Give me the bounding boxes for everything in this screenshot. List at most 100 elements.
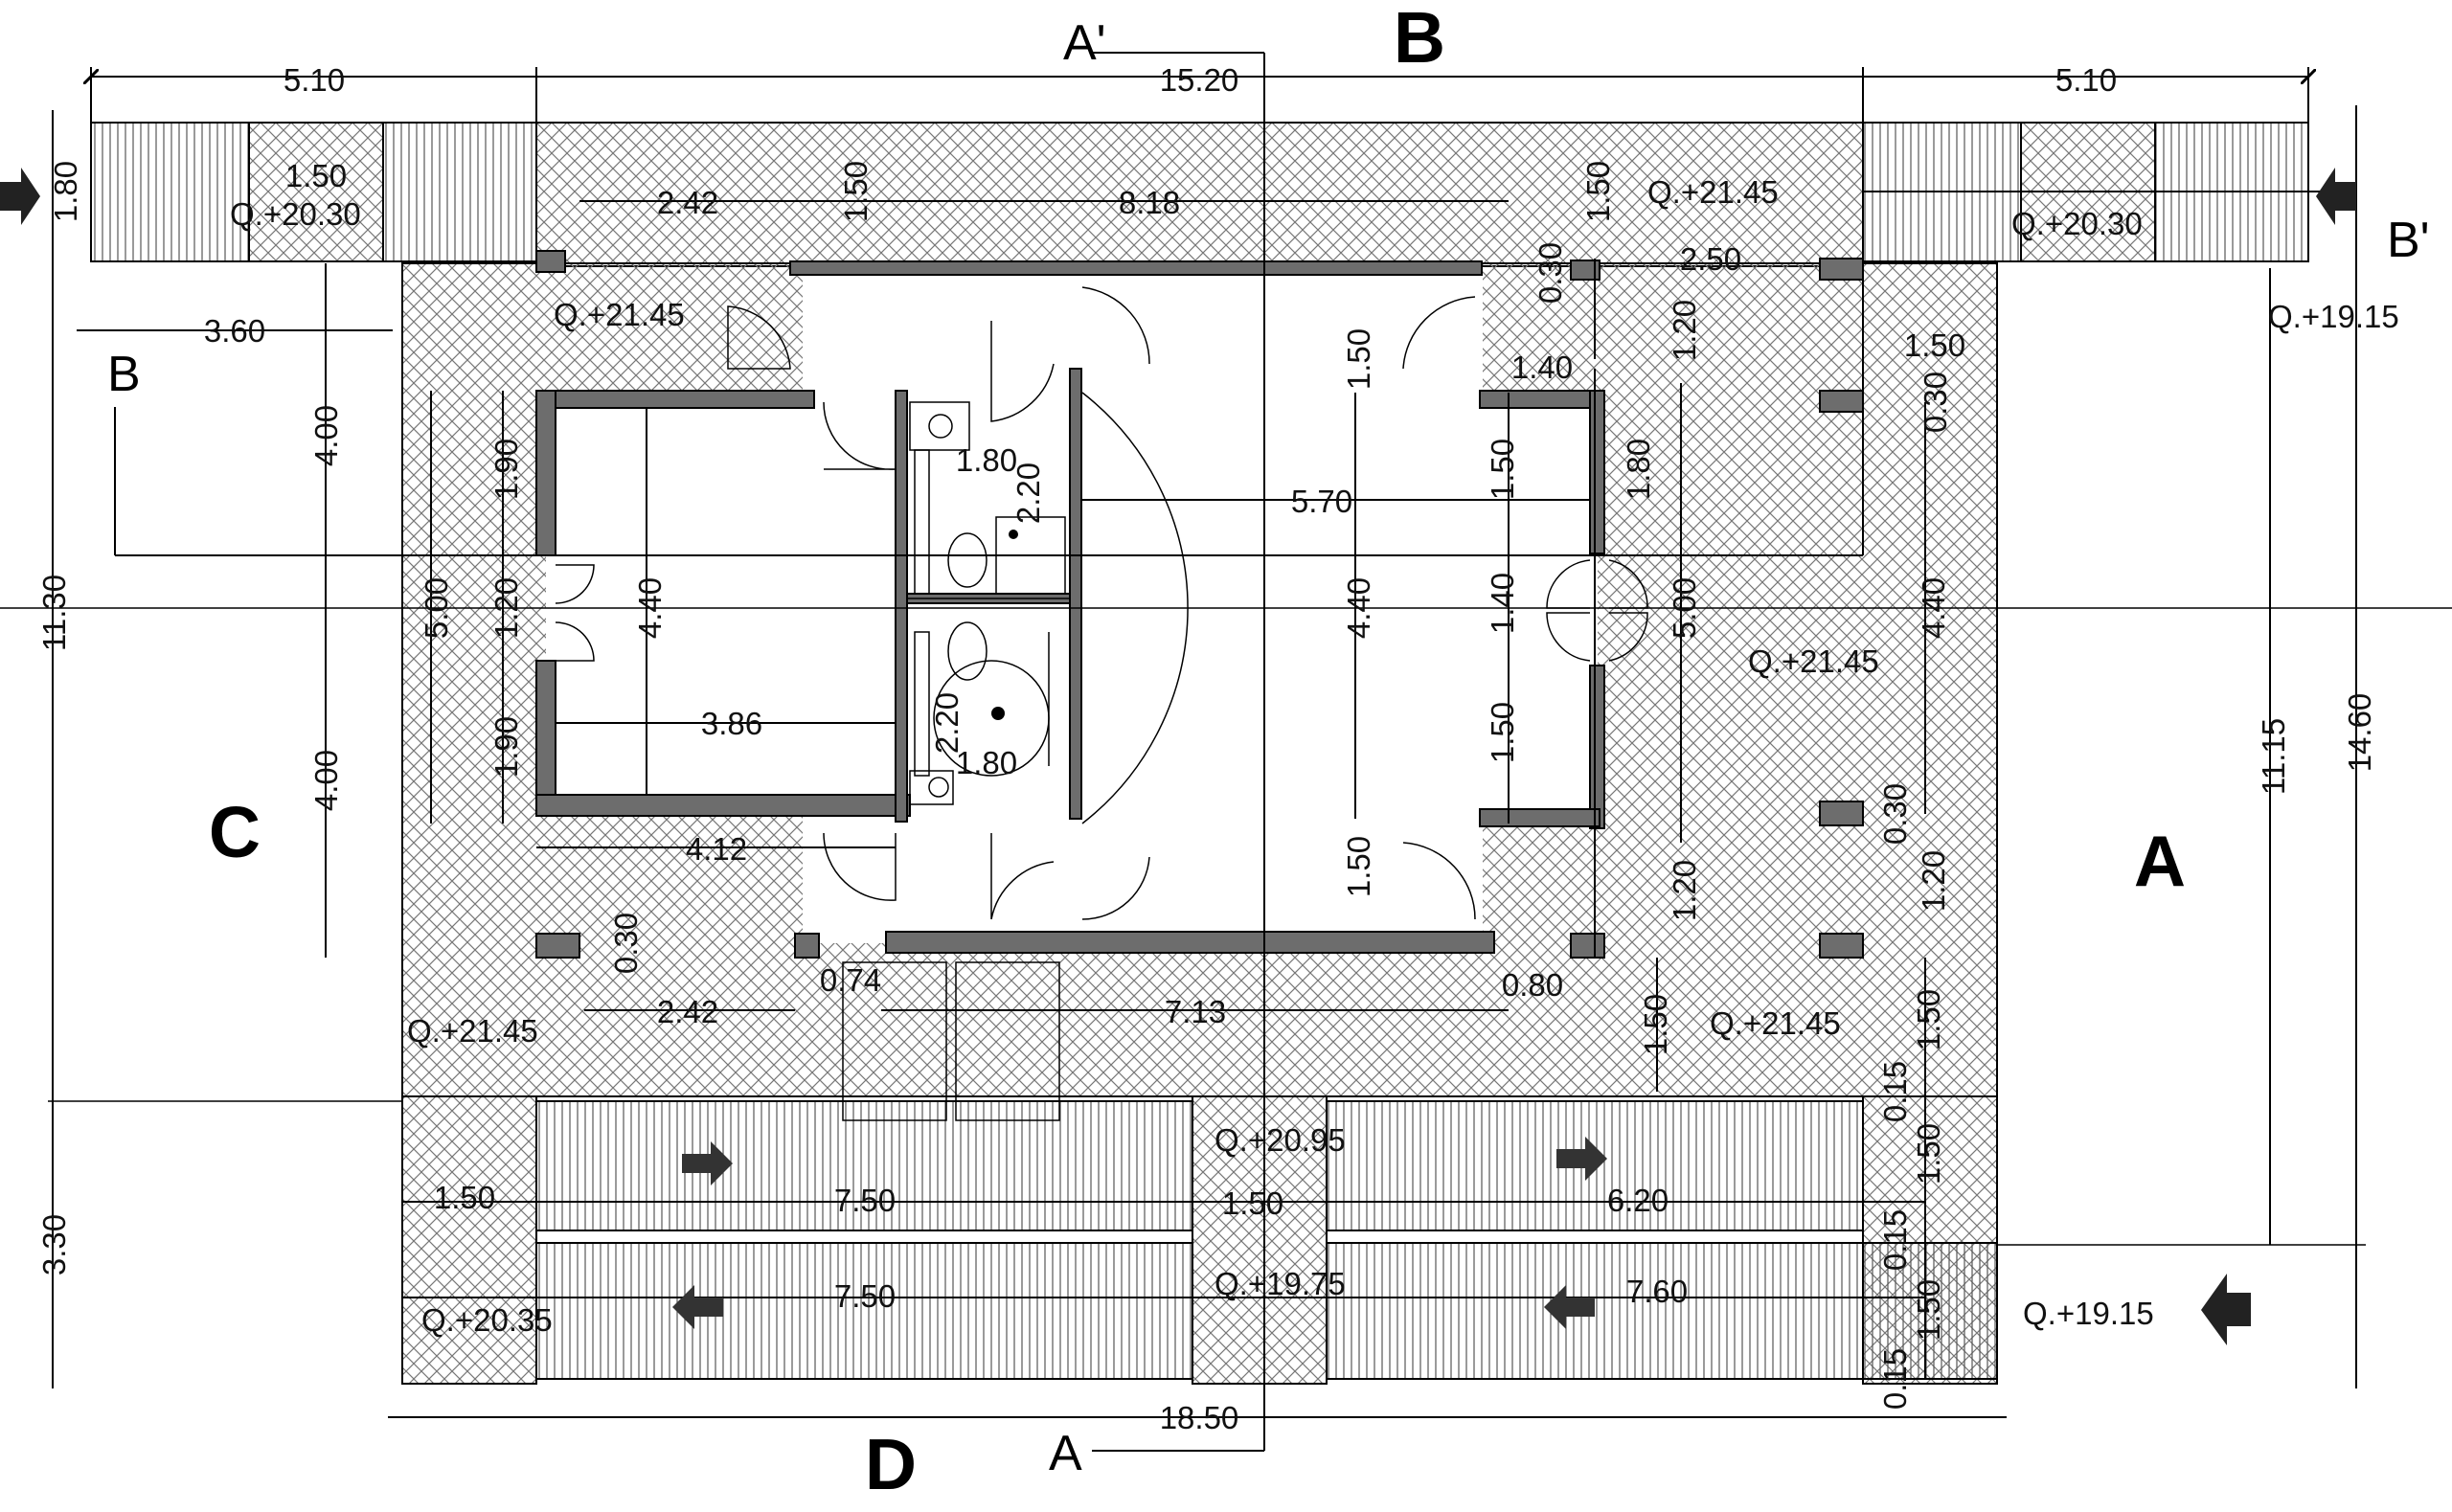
dimension-label: 7.50 bbox=[834, 1278, 896, 1314]
side-a-label: A bbox=[2134, 821, 2186, 901]
dimension-label: 1.40 bbox=[1511, 350, 1573, 385]
dimension-label: 1.80 bbox=[956, 745, 1017, 780]
dimension-label: 3.86 bbox=[701, 706, 762, 741]
dimension-label: 5.00 bbox=[419, 577, 454, 639]
dimension-label: 7.50 bbox=[834, 1183, 896, 1218]
sanitary-fixtures bbox=[907, 401, 1070, 805]
dimension-label: 1.80 bbox=[1621, 439, 1656, 500]
level-label: Q.+21.45 bbox=[1647, 174, 1779, 210]
ramp-arrow-left-2-icon bbox=[1544, 1285, 1595, 1329]
dimension-label: 3.30 bbox=[36, 1214, 72, 1275]
section-lines bbox=[0, 52, 2452, 1452]
side-d-label: D bbox=[865, 1424, 917, 1504]
dimension-label: 1.90 bbox=[488, 716, 524, 778]
dimension-label: 2.20 bbox=[1010, 463, 1046, 524]
dimension-label: 6.20 bbox=[1607, 1183, 1669, 1218]
dimension-label: 11.15 bbox=[2256, 718, 2291, 795]
dimension-label: 1.80 bbox=[48, 161, 83, 222]
entry-arrow-right-icon bbox=[2316, 168, 2356, 225]
dimension-label: 0.30 bbox=[608, 913, 644, 974]
section-a-prime-label: A' bbox=[1063, 15, 1106, 71]
level-label: Q.+20.30 bbox=[2011, 206, 2143, 241]
dimension-label: 7.60 bbox=[1626, 1274, 1688, 1309]
level-label: Q.+21.45 bbox=[1710, 1005, 1841, 1041]
entry-arrow-left-icon bbox=[0, 168, 40, 225]
level-label: Q.+21.45 bbox=[554, 297, 685, 332]
dimension-label: 1.50 bbox=[1904, 327, 1965, 363]
dimension-label: 4.00 bbox=[308, 405, 344, 466]
dimension-label: 14.60 bbox=[2342, 693, 2377, 773]
dimension-label: 15.20 bbox=[1160, 62, 1239, 98]
level-label: Q.+19.15 bbox=[2268, 299, 2399, 334]
side-c-label: C bbox=[209, 792, 261, 872]
dimension-label: 2.50 bbox=[1680, 241, 1741, 277]
level-label: Q.+20.35 bbox=[421, 1302, 553, 1338]
dimension-label: 5.70 bbox=[1291, 484, 1352, 519]
dimension-label: 1.90 bbox=[488, 439, 524, 500]
dimension-label: 0.74 bbox=[820, 962, 881, 998]
dimension-texts: 5.10 15.20 5.10 1.50 2.42 8.18 2.50 3.60… bbox=[204, 62, 2117, 1435]
dimension-label: 4.12 bbox=[686, 831, 747, 867]
dimension-label: 3.60 bbox=[204, 313, 265, 349]
dimension-label: 1.50 bbox=[1638, 994, 1673, 1055]
dimension-label: 2.42 bbox=[657, 994, 718, 1029]
dimension-label: 1.50 bbox=[1911, 989, 1946, 1050]
level-label: Q.+21.45 bbox=[407, 1013, 538, 1049]
section-b-prime-label: B' bbox=[2387, 213, 2430, 268]
dimension-label: 1.20 bbox=[488, 577, 524, 639]
dimension-label: 5.00 bbox=[1667, 577, 1702, 639]
dashed-boxes bbox=[842, 961, 1060, 1121]
dimension-label: 0.80 bbox=[1502, 967, 1563, 1003]
dimension-label: 1.50 bbox=[1911, 1279, 1946, 1341]
dimension-lines bbox=[52, 67, 2357, 1418]
entry-arrow-bottom-right-icon bbox=[2201, 1274, 2251, 1345]
dimension-label: 1.50 bbox=[1485, 439, 1520, 500]
dimension-label: 7.13 bbox=[1165, 994, 1226, 1029]
dimension-label: 1.50 bbox=[1911, 1123, 1946, 1185]
dimension-label: 4.40 bbox=[1916, 577, 1951, 639]
ramp-arrow-right-1-icon bbox=[682, 1141, 733, 1185]
level-label: Q.+20.95 bbox=[1215, 1122, 1346, 1158]
level-label: Q.+19.75 bbox=[1215, 1266, 1346, 1301]
dimension-label: 5.10 bbox=[284, 62, 345, 98]
arrows bbox=[0, 168, 2356, 1345]
dimension-label: 1.50 bbox=[434, 1180, 495, 1215]
section-b-label: B bbox=[107, 347, 141, 402]
dimension-label: 1.40 bbox=[1485, 573, 1520, 634]
ramp-arrow-right-2-icon bbox=[1556, 1137, 1607, 1181]
dimension-label: 0.30 bbox=[1877, 783, 1913, 845]
level-label: Q.+20.30 bbox=[230, 196, 361, 232]
dimension-label: 0.15 bbox=[1877, 1348, 1913, 1410]
dimension-label: 1.50 bbox=[1341, 328, 1376, 390]
dimension-label: 8.18 bbox=[1119, 185, 1180, 220]
side-b-label: B bbox=[1394, 0, 1445, 78]
dimension-label: 1.20 bbox=[1916, 850, 1951, 912]
dimension-label: 5.10 bbox=[2055, 62, 2117, 98]
dimension-label: 0.30 bbox=[1918, 372, 1953, 433]
dimension-label: 4.40 bbox=[632, 577, 668, 639]
dimension-label: 1.50 bbox=[1222, 1185, 1283, 1221]
ramp-arrow-left-1-icon bbox=[672, 1285, 723, 1329]
level-label: Q.+21.45 bbox=[1748, 643, 1879, 679]
dimension-label: 11.30 bbox=[36, 575, 72, 651]
dimension-label: 1.50 bbox=[1341, 836, 1376, 897]
dimension-texts-vertical: 1.80 1.50 1.50 0.30 1.20 0.30 1.90 4.00 … bbox=[36, 161, 2377, 1410]
walls bbox=[535, 250, 1864, 959]
dimension-label: 4.40 bbox=[1341, 577, 1376, 639]
dimension-label: 2.42 bbox=[657, 185, 718, 220]
dimension-label: 0.15 bbox=[1877, 1061, 1913, 1122]
dimension-label: 1.20 bbox=[1667, 860, 1702, 921]
dimension-label: 1.50 bbox=[285, 158, 347, 193]
dimension-label: 4.00 bbox=[308, 750, 344, 811]
dimension-label: 1.80 bbox=[956, 442, 1017, 478]
dimension-label: 1.50 bbox=[1485, 702, 1520, 763]
section-a-label: A bbox=[1049, 1426, 1082, 1481]
level-label: Q.+19.15 bbox=[2023, 1296, 2154, 1331]
dimension-label: 0.15 bbox=[1877, 1209, 1913, 1271]
dimension-label: 1.50 bbox=[838, 161, 874, 222]
dimension-label: 0.30 bbox=[1532, 242, 1568, 304]
dimension-label: 1.50 bbox=[1580, 161, 1616, 222]
dimension-label: 18.50 bbox=[1160, 1400, 1239, 1435]
dimension-label: 2.20 bbox=[929, 692, 965, 754]
